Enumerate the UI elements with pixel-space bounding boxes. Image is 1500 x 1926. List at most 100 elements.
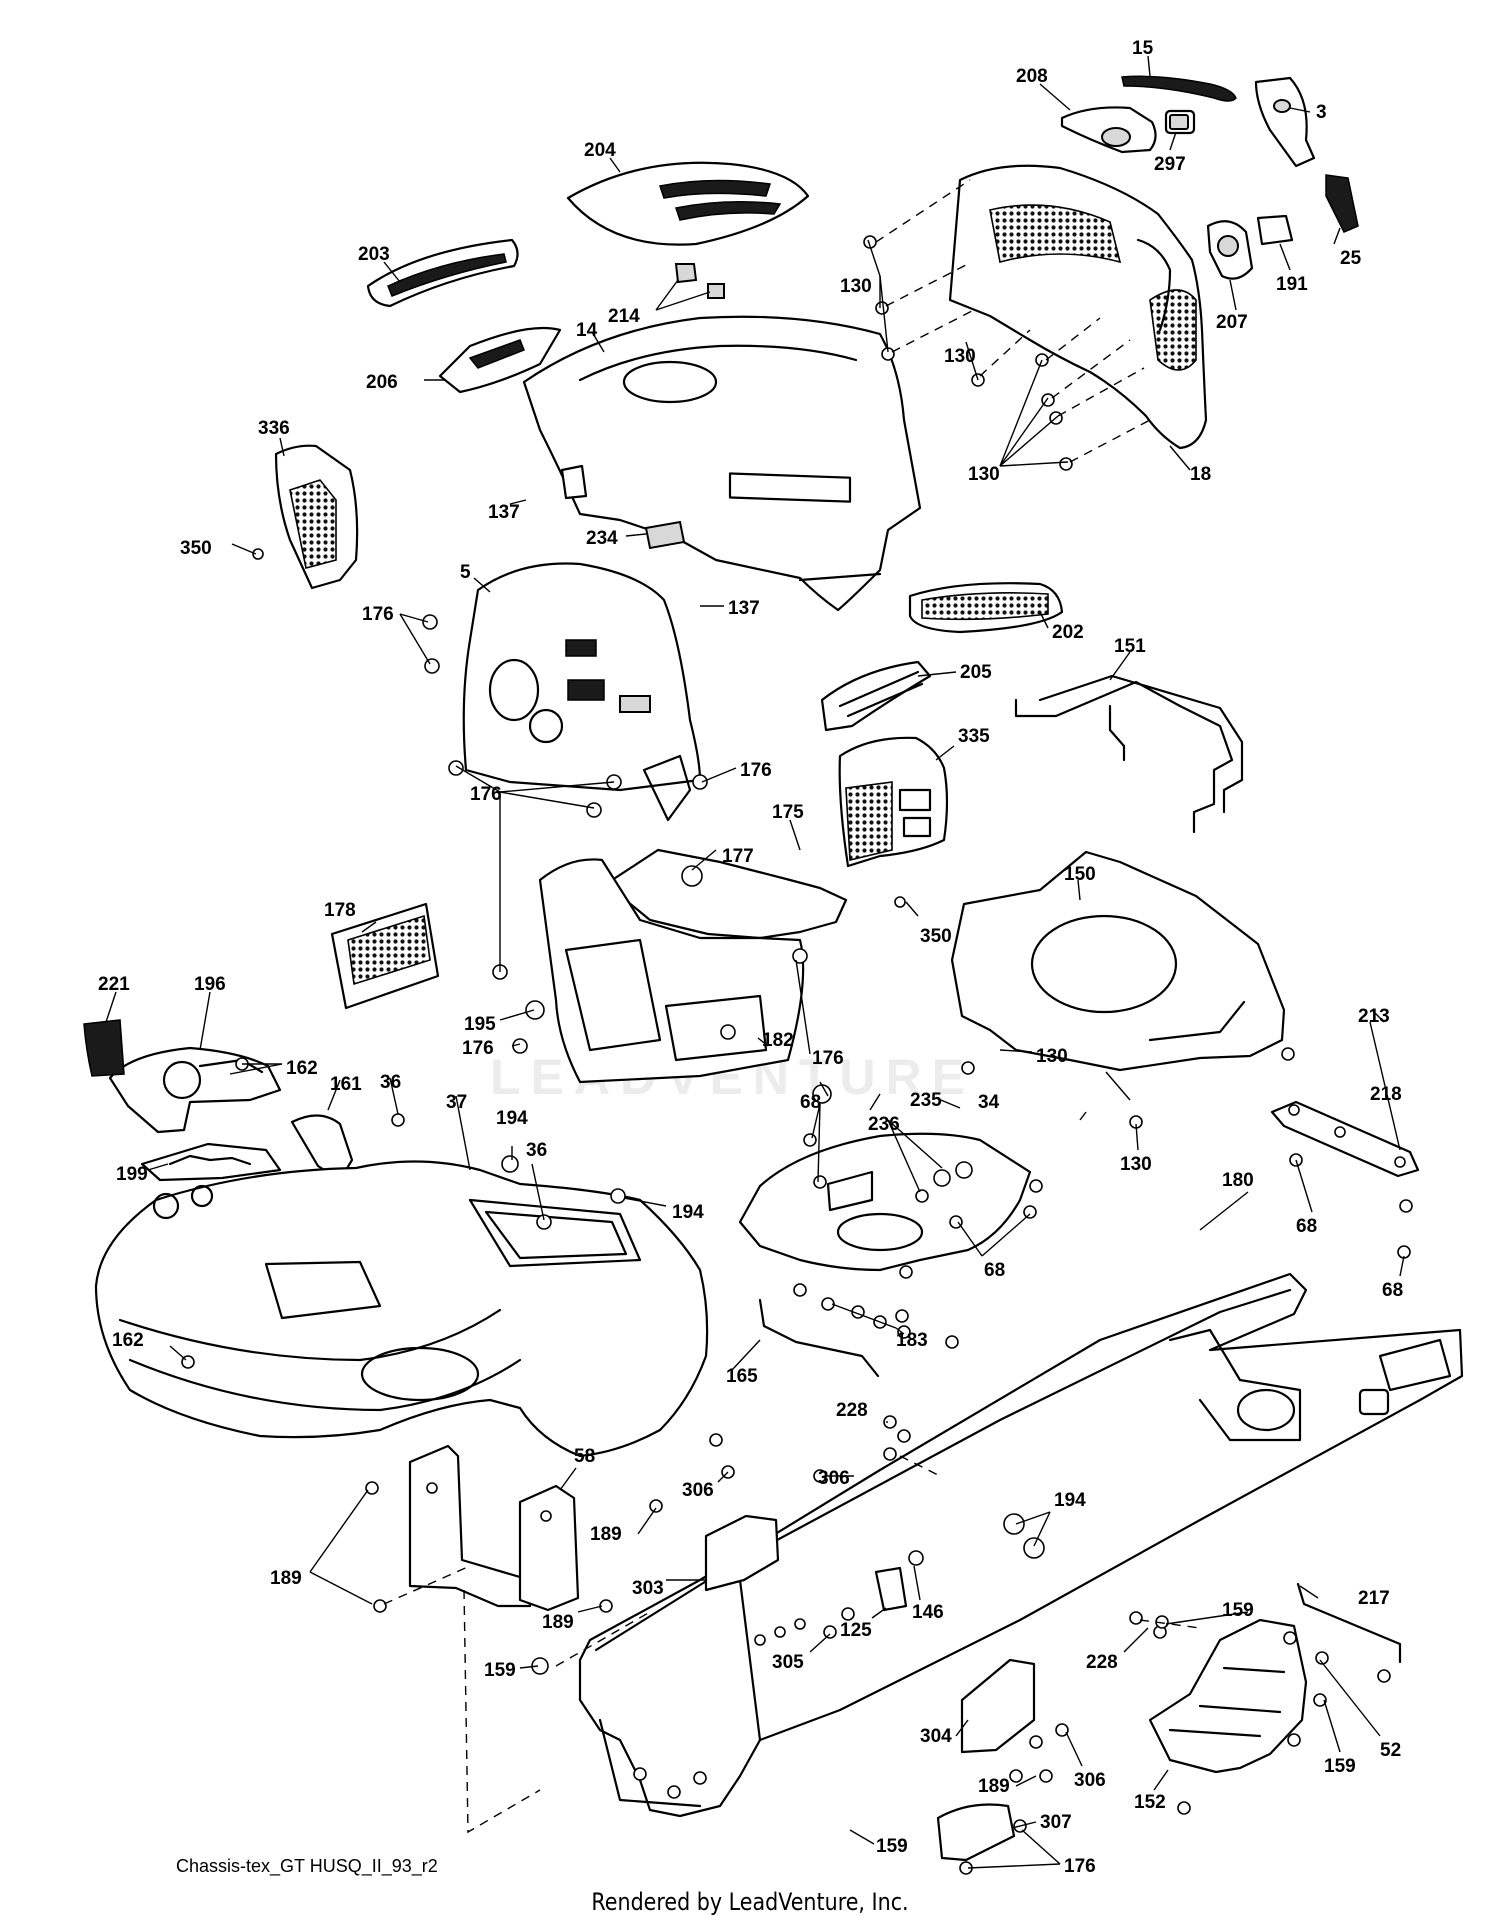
callout-176-d: 176 (462, 1038, 494, 1059)
callout-196: 196 (194, 974, 226, 995)
callout-37: 37 (446, 1092, 467, 1113)
part-34-mounting-plate (738, 1132, 1032, 1272)
callout-125: 125 (840, 1620, 872, 1641)
diagram-caption: Chassis-tex_GT HUSQ_II_93_r2 (176, 1856, 438, 1876)
callout-159-b: 159 (484, 1660, 516, 1681)
part-151-bracket (1014, 674, 1244, 834)
part-150-floor-pan (950, 850, 1286, 1072)
callout-335: 335 (958, 726, 990, 747)
callout-297: 297 (1154, 154, 1186, 175)
part-199-panel (140, 1142, 282, 1182)
part-196-cover (108, 1046, 282, 1134)
callout-130-d: 130 (1036, 1046, 1068, 1067)
callout-207: 207 (1216, 312, 1248, 333)
callout-303: 303 (632, 1578, 664, 1599)
callout-130-c: 130 (968, 464, 1000, 485)
part-336-side-panel (274, 444, 359, 590)
part-203-side-grille (366, 238, 519, 308)
part-25-trim (1325, 174, 1359, 233)
callout-183: 183 (896, 1330, 928, 1351)
callout-208: 208 (1016, 66, 1048, 87)
callout-159-a: 159 (1222, 1600, 1254, 1621)
leader-lines (105, 55, 1405, 1869)
part-218-crossbar (1270, 1100, 1420, 1178)
callout-189-d: 189 (978, 1776, 1010, 1797)
part-15-trim-strip (1121, 75, 1237, 102)
callout-150: 150 (1064, 864, 1096, 885)
callout-214: 214 (608, 306, 640, 327)
callout-203: 203 (358, 244, 390, 265)
callout-176-f: 176 (1064, 1856, 1096, 1877)
part-182-lower-dash (538, 858, 805, 1084)
callout-204: 204 (584, 140, 616, 161)
part-335-side-panel (838, 736, 949, 868)
part-234-label (560, 464, 686, 550)
callout-36-b: 36 (526, 1140, 547, 1161)
callout-182: 182 (762, 1030, 794, 1051)
callout-191: 191 (1276, 274, 1308, 295)
callout-labels: 15 208 3 297 204 203 130 191 25 214 14 2… (98, 38, 1403, 1877)
callout-228-b: 228 (1086, 1652, 1118, 1673)
callout-217: 217 (1358, 1588, 1390, 1609)
callout-68-c: 68 (984, 1260, 1005, 1281)
callout-159-d: 159 (876, 1836, 908, 1857)
callout-189-c: 189 (542, 1612, 574, 1633)
callout-194-a: 194 (496, 1108, 528, 1129)
part-303-plate (704, 1514, 780, 1592)
callout-189-a: 189 (590, 1524, 622, 1545)
part-297-lamp (1164, 109, 1196, 135)
callout-68-a: 68 (800, 1092, 821, 1113)
callout-205: 205 (960, 662, 992, 683)
part-125-clip (874, 1566, 908, 1612)
part-146-plug (908, 1550, 924, 1566)
part-175-pedestal-bracket (604, 754, 848, 940)
callout-14: 14 (576, 320, 598, 341)
callout-194-c: 194 (1054, 1490, 1086, 1511)
callout-235: 235 (910, 1090, 942, 1111)
callout-25: 25 (1340, 248, 1362, 269)
callout-146: 146 (912, 1602, 944, 1623)
part-37-fender-body (94, 1160, 709, 1458)
part-208-light-bracket (1060, 106, 1157, 154)
callout-202: 202 (1052, 622, 1084, 643)
part-191-clip (1256, 214, 1294, 246)
callout-350-a: 350 (180, 538, 212, 559)
part-5-dash-panel (462, 562, 702, 792)
rendered-by-credit: Rendered by LeadVenture, Inc. (591, 1888, 909, 1916)
callout-68-d: 68 (1382, 1280, 1403, 1301)
part-221-decal (83, 1019, 125, 1077)
callout-180: 180 (1222, 1170, 1254, 1191)
callout-176-c: 176 (470, 784, 502, 805)
callout-305: 305 (772, 1652, 804, 1673)
callout-52: 52 (1380, 1740, 1401, 1761)
callout-18: 18 (1190, 464, 1211, 485)
callout-5: 5 (460, 562, 471, 583)
callout-306-a: 306 (682, 1480, 714, 1501)
callout-130-a: 130 (840, 276, 872, 297)
part-152-foot-rest (1148, 1618, 1308, 1774)
callout-213: 213 (1358, 1006, 1390, 1027)
part-307-plate (936, 1803, 1016, 1862)
callout-306-b: 306 (818, 1468, 850, 1489)
part-214-clips (674, 263, 725, 299)
callout-234: 234 (586, 528, 618, 549)
callout-175: 175 (772, 802, 804, 823)
callout-306-c: 306 (1074, 1770, 1106, 1791)
part-304-plate (960, 1658, 1036, 1754)
callout-130-e: 130 (1120, 1154, 1152, 1175)
callout-218: 218 (1370, 1084, 1402, 1105)
callout-228-a: 228 (836, 1400, 868, 1421)
callout-195: 195 (464, 1014, 496, 1035)
callout-189-b: 189 (270, 1568, 302, 1589)
part-180-main-frame (578, 1272, 1464, 1818)
callout-161: 161 (330, 1074, 362, 1095)
callout-151: 151 (1114, 636, 1146, 657)
callout-165: 165 (726, 1366, 758, 1387)
callout-68-b: 68 (1296, 1216, 1317, 1237)
callout-137-a: 137 (488, 502, 520, 523)
callout-162-b: 162 (112, 1330, 144, 1351)
part-207-socket (1206, 220, 1254, 280)
callout-236: 236 (868, 1114, 900, 1135)
callout-199: 199 (116, 1164, 148, 1185)
part-178-nameplate (330, 902, 440, 1010)
